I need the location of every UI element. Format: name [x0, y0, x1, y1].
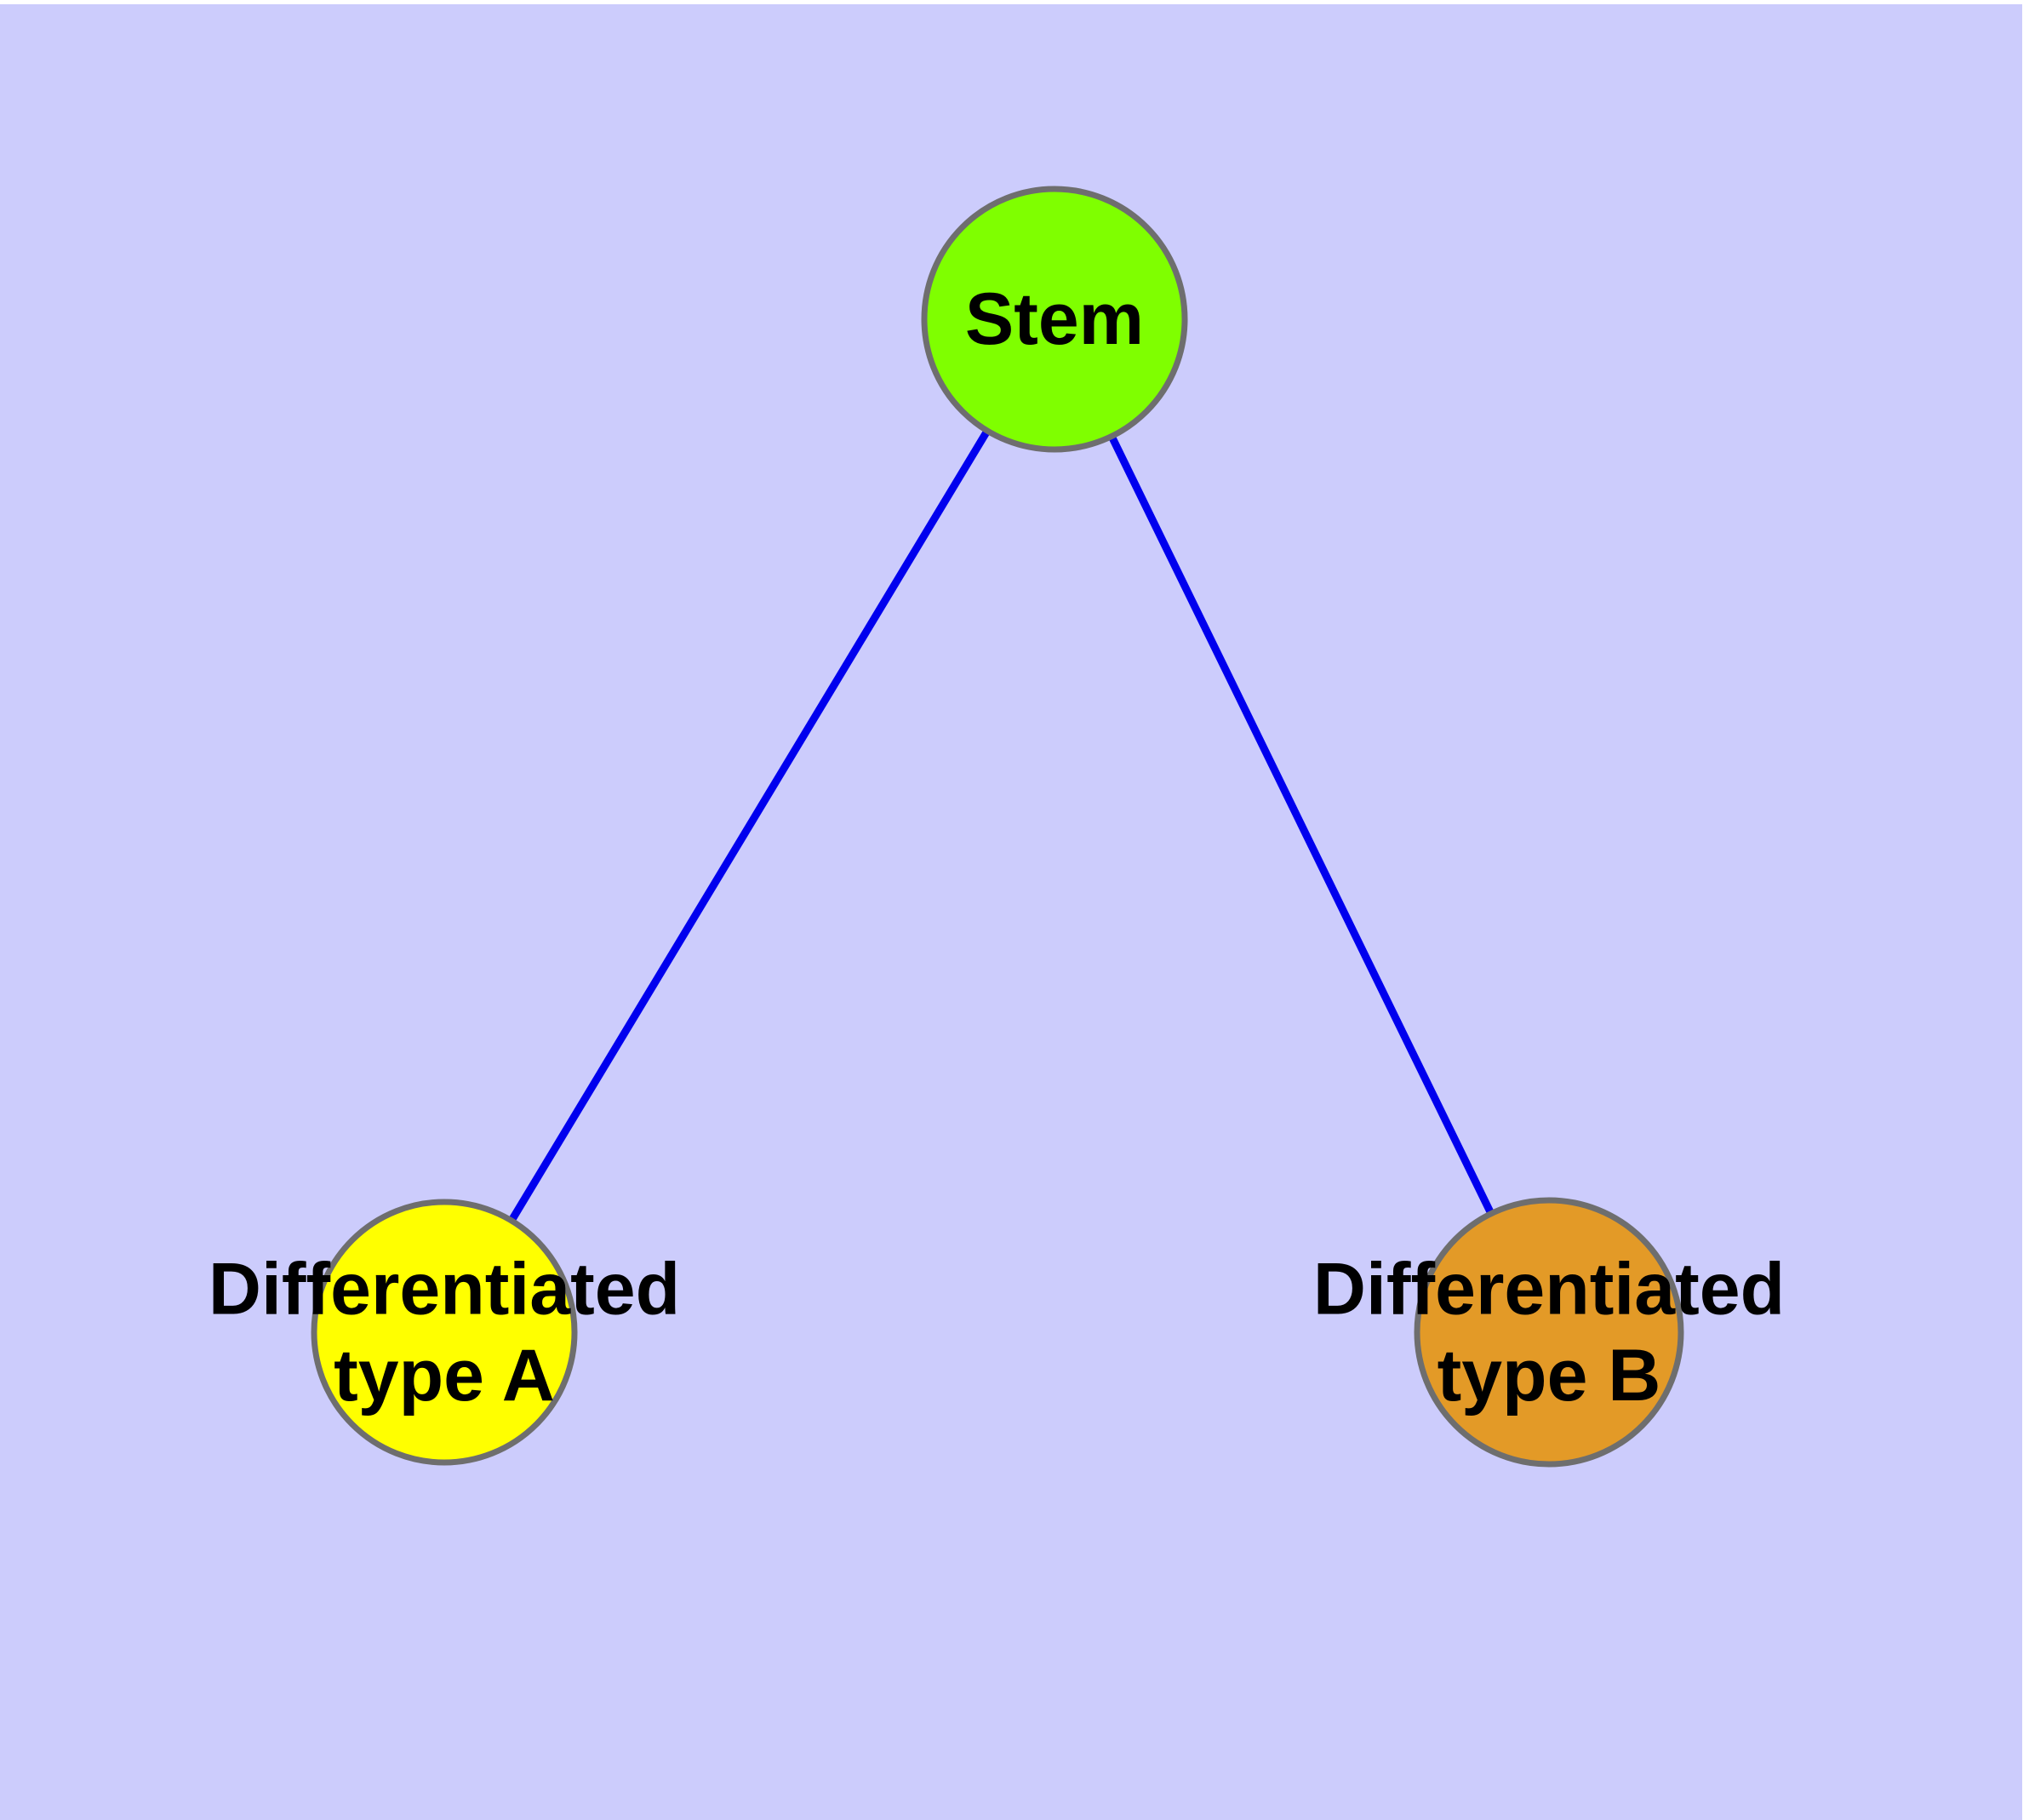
- node-circle-stem[interactable]: [921, 186, 1188, 453]
- node-circle-diff_a[interactable]: [311, 1199, 578, 1466]
- node-label-line: type B: [1437, 1335, 1661, 1417]
- graph-node-stem[interactable]: Stem: [921, 186, 1188, 453]
- edges-layer: [506, 426, 1496, 1226]
- node-label-line: Stem: [965, 278, 1144, 360]
- node-label-stem: Stem: [965, 278, 1144, 360]
- node-label-line: type A: [334, 1335, 555, 1417]
- node-circle-diff_b[interactable]: [1414, 1197, 1684, 1468]
- graph-edge-stem-to-diff_b[interactable]: [1106, 431, 1496, 1219]
- node-label-line: Differentiated: [1313, 1249, 1785, 1331]
- graph-edge-stem-to-diff_a[interactable]: [506, 426, 992, 1226]
- node-label-line: Differentiated: [209, 1249, 680, 1331]
